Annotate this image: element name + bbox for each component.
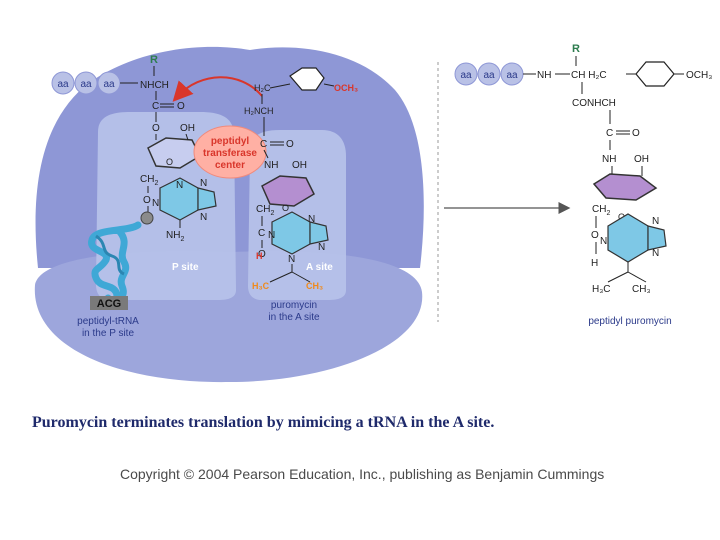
base-n: N <box>152 198 159 209</box>
a-base-pentagon <box>309 221 329 245</box>
aa-label: aa <box>80 79 92 90</box>
peptidyl-transferase-center: peptidyl transferase center <box>172 76 267 179</box>
ch2-label: CH2 <box>140 174 158 187</box>
right-o-label: O <box>632 128 640 139</box>
right-conhch-label: CONHCH <box>572 98 616 109</box>
right-och3-label: OCH₃ <box>686 70 712 81</box>
hydroxyl-oh: OH <box>180 123 195 134</box>
p-trna-label-line1: peptidyl-tRNA <box>77 316 139 327</box>
aa-label: aa <box>57 79 69 90</box>
ptc-label-line3: center <box>215 160 245 171</box>
a-ring-o: O <box>282 203 289 213</box>
caption: Puromycin terminates translation by mimi… <box>32 414 495 431</box>
p-site-molecule: R NHCH C O O OH O CH2 O N N N N NH2 <box>140 54 217 243</box>
right-chh2c-label: CH H₂C <box>571 70 607 81</box>
h2c-label: H₂C <box>254 83 271 93</box>
base-n: N <box>200 212 207 223</box>
p-trna: ACG peptidyl-tRNA in the P site P site <box>77 211 199 339</box>
right-base-n: N <box>600 236 607 247</box>
right-ch2-label: CH2 <box>592 204 610 217</box>
a-base-n: N <box>308 214 315 225</box>
nhch-label: NHCH <box>140 80 169 91</box>
right-base-n: N <box>652 248 659 259</box>
ptc-blob <box>193 125 267 179</box>
right-chain-o: O <box>591 230 599 241</box>
ester-o: O <box>152 123 160 134</box>
carbonyl-c: C <box>152 101 159 112</box>
ptc-label-line2: transferase <box>203 148 257 159</box>
left-aa-chain: aa aa aa <box>51 71 138 95</box>
linker-o: O <box>143 195 151 206</box>
och3-label: OCH₃ <box>334 83 358 93</box>
right-base-pentagon <box>647 225 667 251</box>
r-group-label: R <box>150 54 158 66</box>
base-n: N <box>176 180 183 191</box>
a-carbonyl-o: O <box>286 139 294 150</box>
right-ch3-label: CH₃ <box>632 284 651 295</box>
aa-label: aa <box>460 70 472 81</box>
aa-label: aa <box>103 79 115 90</box>
a-o2-label: O <box>258 249 266 260</box>
right-nh-label: NH <box>537 70 551 81</box>
right-ribose-ring <box>592 173 658 201</box>
a-oh-label: OH <box>292 160 307 171</box>
right-nh2-label: NH <box>602 154 616 165</box>
puromycin-label-line2: in the A site <box>268 312 320 323</box>
ptc-label-line1: peptidyl <box>211 136 250 147</box>
a-base-n: N <box>288 254 295 265</box>
base-n: N <box>200 178 207 189</box>
right-phenyl-ring <box>635 61 675 87</box>
anticodon-box <box>90 296 128 310</box>
aa-label: aa <box>506 70 518 81</box>
anticodon-label: ACG <box>97 298 121 310</box>
right-ring-o: O <box>618 212 625 222</box>
attack-arrow <box>172 76 263 102</box>
p-site-label: P site <box>172 262 199 273</box>
ring-o: O <box>166 157 173 167</box>
aa-label: aa <box>483 70 495 81</box>
p-trna-label-line2: in the P site <box>82 328 135 339</box>
a-ribose-ring <box>261 175 315 207</box>
right-base-n: N <box>652 216 659 227</box>
puromycin-label-line1: puromycin <box>271 300 317 311</box>
copyright: Copyright © 2004 Pearson Education, Inc.… <box>120 466 605 482</box>
a-h3c-label: H₃C <box>252 281 270 291</box>
right-h-label: H <box>591 258 598 269</box>
a-carbonyl-c: C <box>260 139 267 150</box>
a-ch2-label: CH2 <box>256 204 274 217</box>
a-base-n: N <box>268 230 275 241</box>
peptidyl-puromycin: aa aa aa NH R CH H₂C OCH₃ CONHCH C O NH … <box>454 43 712 327</box>
right-oh-label: OH <box>634 154 649 165</box>
a-site-label: A site <box>306 262 333 273</box>
right-r-label: R <box>572 43 580 55</box>
linker-ball <box>140 211 154 225</box>
a-c2-label: C <box>258 228 265 239</box>
h2nch-label: H₂NCH <box>244 106 274 116</box>
a-nh-label: NH <box>264 160 278 171</box>
p-base-pentagon <box>197 187 217 211</box>
a-site-molecule: OCH₃ H₂C H₂NCH C O NH OH O CH2 C O H H N… <box>244 67 358 323</box>
right-h3c-label: H₃C <box>592 284 611 295</box>
right-product-label: peptidyl puromycin <box>588 316 671 327</box>
right-base-hexagon <box>607 213 649 263</box>
carbonyl-o: O <box>177 101 185 112</box>
right-c-label: C <box>606 128 613 139</box>
a-h-visible: H <box>256 251 263 261</box>
a-base-n: N <box>318 242 325 253</box>
nh2-label: NH2 <box>166 230 184 243</box>
a-ch3-label: CH₃ <box>306 281 323 291</box>
methoxyphenyl-ring <box>289 67 325 91</box>
